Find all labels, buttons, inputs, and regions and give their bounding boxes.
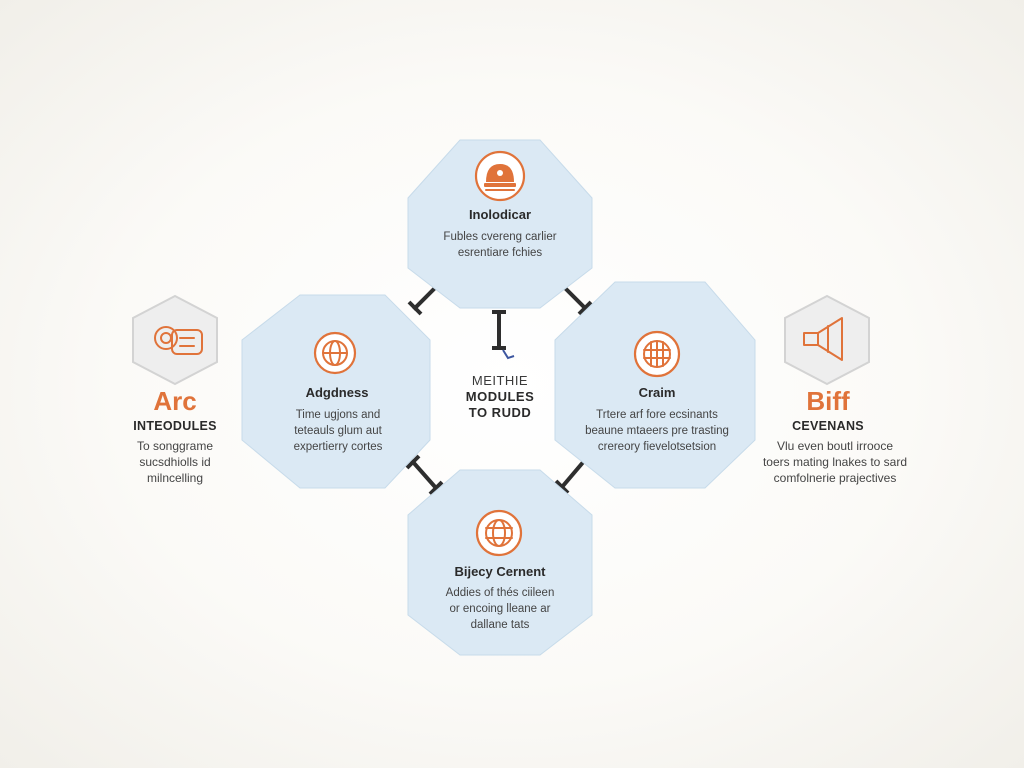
module-left-shape xyxy=(241,294,431,489)
dome-icon xyxy=(474,150,526,202)
module-left-title: Adgdness xyxy=(305,385,369,400)
module-right-desc-line: crereory fievelotsetsion xyxy=(597,441,717,453)
connector-center xyxy=(492,310,515,360)
module-left-desc-line: Time ugjons and xyxy=(295,409,381,421)
center-label-line2: MODULES xyxy=(465,389,535,404)
module-right-title: Craim xyxy=(638,385,676,400)
module-top-desc-line: esrentiare fchies xyxy=(457,247,543,259)
module-bottom-desc: Addies of thés ciileen or encoing lleane… xyxy=(420,585,580,633)
module-top-title: Inolodicar xyxy=(468,207,532,222)
module-left-desc-line: expertierry cortes xyxy=(293,441,383,453)
module-bottom-desc-line: dallane tats xyxy=(470,619,530,631)
side-right-desc-line: comfolnerie prajectives xyxy=(773,471,897,485)
globe-grid-icon-bottom xyxy=(475,509,523,557)
module-left-desc-line: teteauls glum aut xyxy=(294,425,382,437)
module-top-desc: Fubles cvereng carlier esrentiare fchies xyxy=(420,229,580,261)
module-bottom-title: Bijecy Cernent xyxy=(454,564,546,579)
module-right-shape xyxy=(554,281,756,489)
center-label-line1: MEITHIE xyxy=(471,373,529,388)
globe-icon xyxy=(313,331,357,375)
side-right-desc-line: Vlu even boutl irrooce xyxy=(776,439,894,453)
connector-bottom-left xyxy=(405,454,444,496)
side-right-title: Biff xyxy=(806,386,850,416)
side-right-subtitle: CEVENANS xyxy=(792,419,864,433)
side-left-title: Arc xyxy=(153,386,197,416)
module-top-desc-line: Fubles cvereng carlier xyxy=(443,231,557,243)
globe-grid-icon-right xyxy=(633,330,681,378)
side-right-desc-line: toers mating lnakes to sard xyxy=(762,455,908,469)
side-left-desc-line: sucsdhiolls id xyxy=(139,455,211,469)
module-bottom-shape xyxy=(407,469,593,656)
module-left-desc: Time ugjons and teteauls glum aut expert… xyxy=(258,407,418,455)
module-bottom-desc-line: or encoing lleane ar xyxy=(449,603,551,615)
center-label: MEITHIE MODULES TO RUDD xyxy=(440,373,560,421)
side-right-desc: Vlu even boutl irrooce toers mating lnak… xyxy=(740,438,930,486)
side-left-subtitle: INTEODULES xyxy=(133,419,217,433)
module-right-desc-line: beaune mtaeers pre trasting xyxy=(585,425,729,437)
megaphone-icon xyxy=(803,317,843,361)
side-left-desc-line: milncelling xyxy=(146,471,204,485)
tickets-icon xyxy=(154,326,203,355)
module-top-shape xyxy=(407,139,593,309)
side-left-desc-line: To songgrame xyxy=(136,439,214,453)
module-right-desc-line: Trtere arf fore ecsinants xyxy=(596,409,718,421)
center-label-line3: TO RUDD xyxy=(468,405,532,420)
module-right-desc: Trtere arf fore ecsinants beaune mtaeers… xyxy=(566,407,748,455)
side-left-badge xyxy=(132,294,218,386)
side-left-desc: To songgrame sucsdhiolls id milncelling xyxy=(100,438,250,486)
module-bottom-desc-line: Addies of thés ciileen xyxy=(445,587,555,599)
